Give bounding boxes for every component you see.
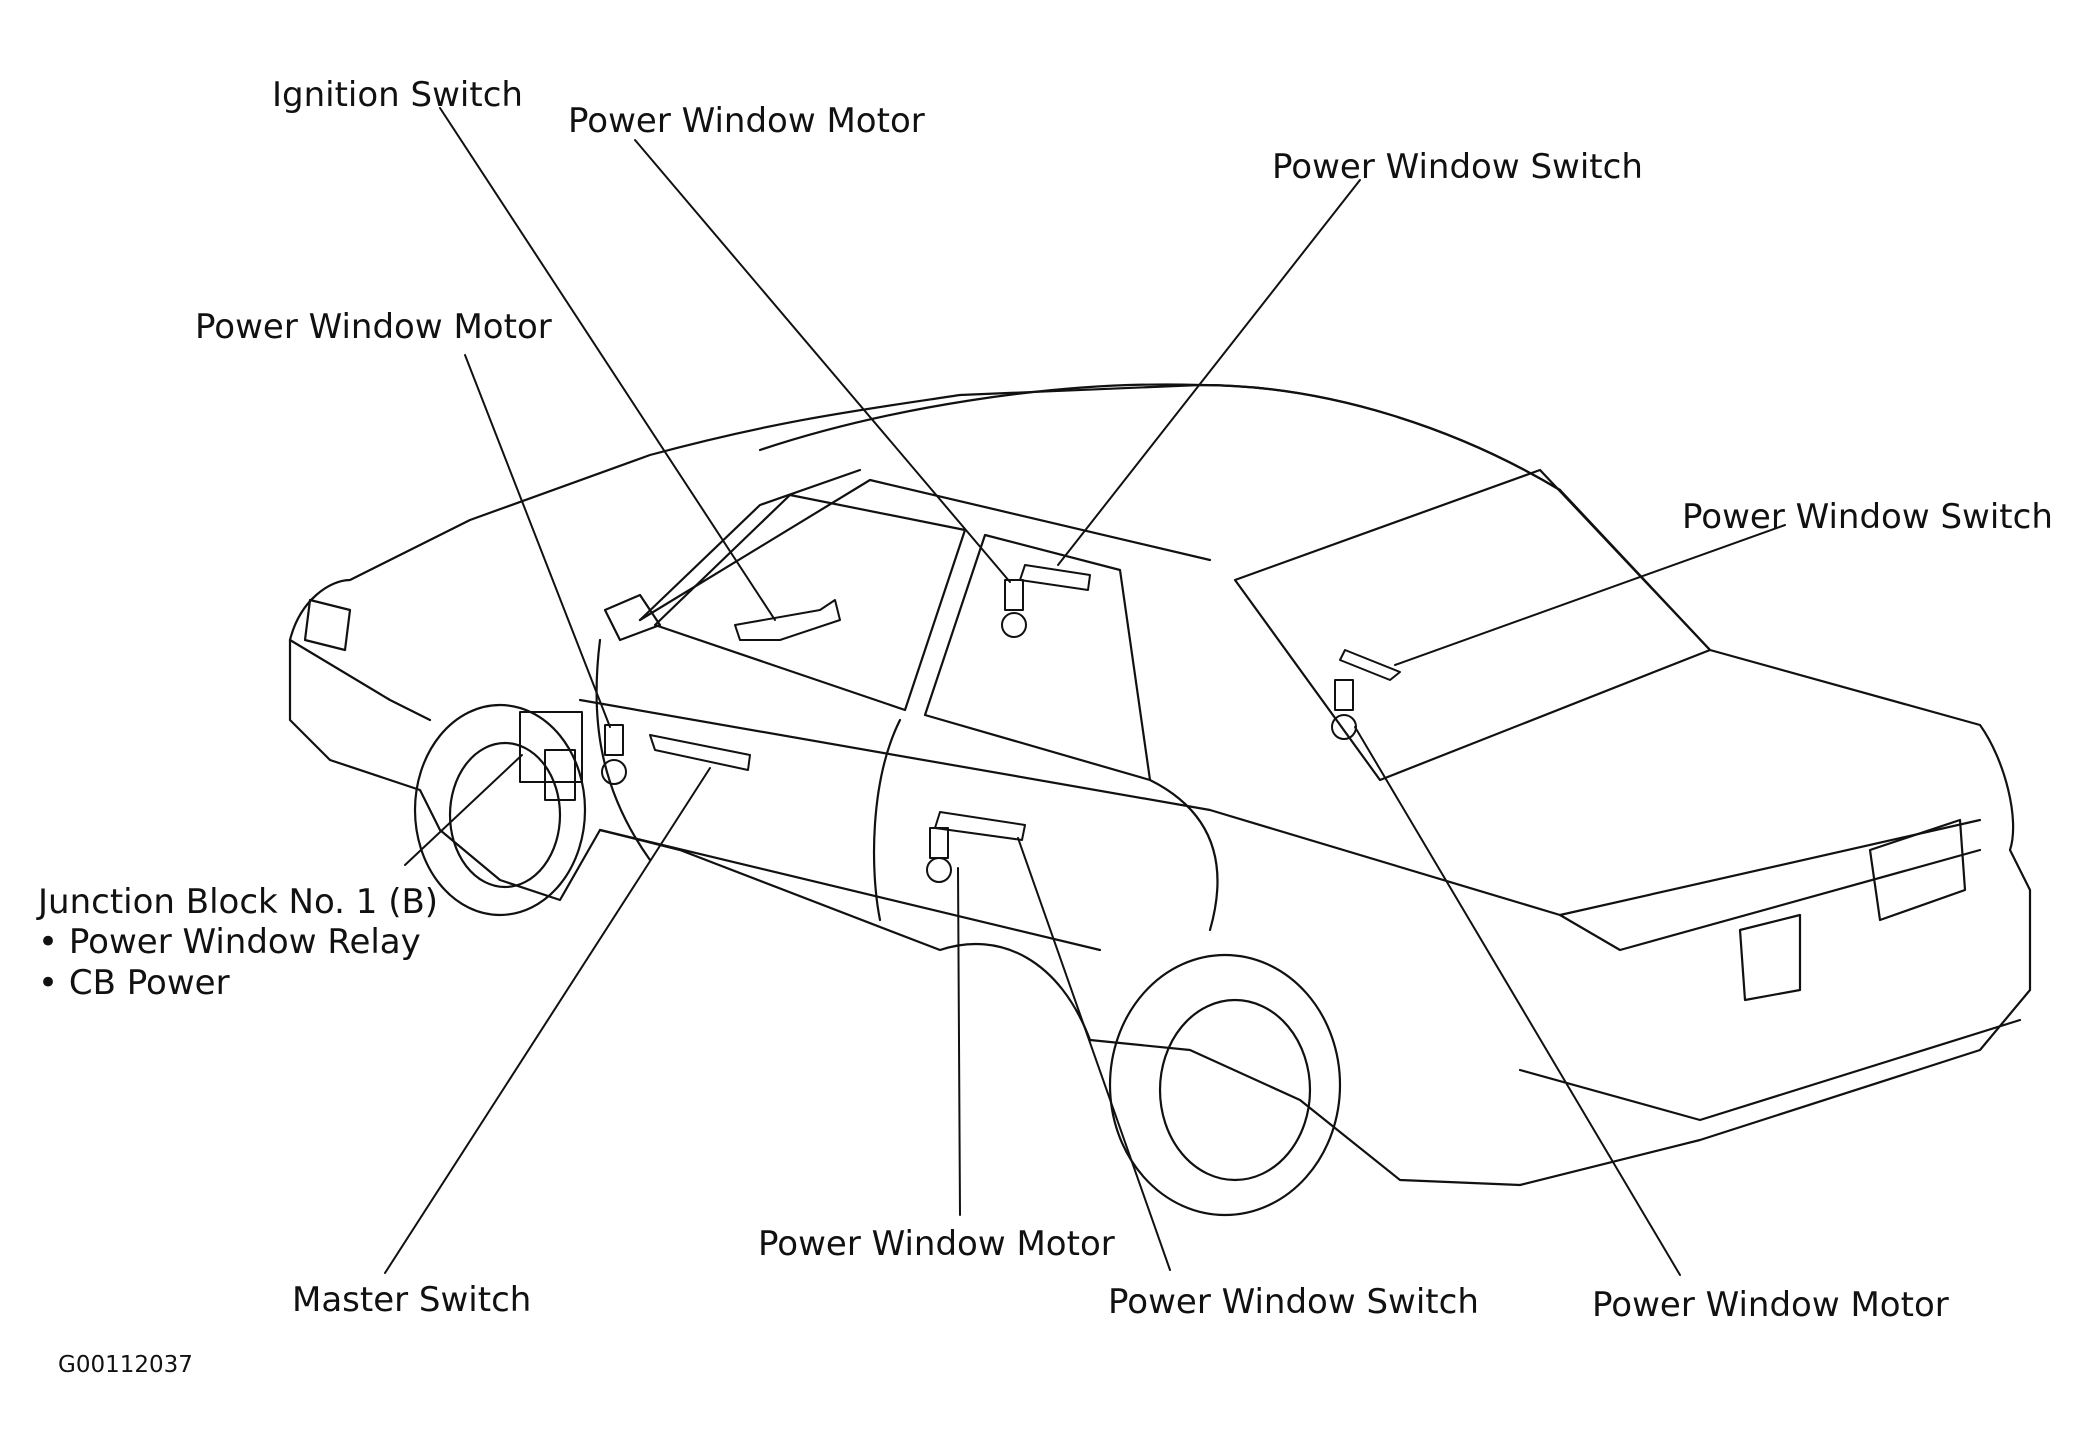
label-junction-block: Junction Block No. 1 (B) <box>38 882 439 922</box>
ignition-switch-part <box>734 599 841 641</box>
leader-motor-bottom-right <box>1354 726 1681 1276</box>
rear-window <box>1233 468 1712 782</box>
leader-ignition-switch <box>439 107 776 621</box>
master-switch-part <box>649 734 751 771</box>
windshield <box>638 468 862 622</box>
leader-junction-block <box>404 754 523 866</box>
front-left-motor-gear <box>601 759 627 785</box>
tail-light-left <box>1738 913 1802 1002</box>
leader-master-switch <box>384 767 711 1274</box>
leader-switch-top <box>1057 179 1361 566</box>
front-right-motor-gear <box>1001 612 1027 638</box>
rear-right-motor-gear <box>1331 714 1357 740</box>
leader-switch-bottom <box>1017 837 1171 1271</box>
window-top-line <box>638 478 1212 622</box>
label-junction-item-relay: Power Window Relay <box>38 925 421 959</box>
roof-line <box>758 383 1562 492</box>
leader-lines <box>384 107 1786 1276</box>
wheels <box>413 703 1342 1217</box>
leader-motor-top <box>634 139 1011 583</box>
rear-left-motor-gear <box>926 857 952 883</box>
rear-wheel <box>1108 953 1342 1217</box>
junction-block <box>519 711 583 783</box>
leader-motor-left <box>464 354 611 728</box>
rear-left-switch-part <box>934 811 1026 841</box>
front-bumper <box>288 638 432 722</box>
figure-id: G00112037 <box>58 1352 193 1378</box>
rear-bumper <box>1518 1018 2022 1122</box>
front-door-edge <box>595 638 652 862</box>
label-power-window-motor-top: Power Window Motor <box>568 101 925 141</box>
label-master-switch: Master Switch <box>292 1280 532 1320</box>
label-power-window-switch-bottom: Power Window Switch <box>1108 1282 1479 1322</box>
headlight <box>303 598 352 652</box>
rear-left-motor <box>929 827 949 859</box>
front-door-window <box>653 493 967 712</box>
components <box>519 564 1401 883</box>
label-power-window-motor-bottom: Power Window Motor <box>758 1224 1115 1264</box>
label-power-window-motor-bottom-right: Power Window Motor <box>1592 1285 1949 1325</box>
rocker-line <box>598 828 1102 952</box>
tail-light-right <box>1868 818 1967 922</box>
label-power-window-switch-right: Power Window Switch <box>1682 497 2053 537</box>
front-wheel-hub <box>448 741 562 889</box>
beltline <box>578 698 1982 917</box>
trunk-lid <box>1558 848 1982 952</box>
leader-switch-right <box>1394 524 1786 666</box>
car-body <box>288 383 2032 1187</box>
label-power-window-motor-left: Power Window Motor <box>195 307 552 347</box>
rear-door-edge <box>1148 778 1219 932</box>
rear-door-window <box>923 533 1152 782</box>
center-pillar <box>872 718 902 922</box>
label-ignition-switch: Ignition Switch <box>272 75 523 115</box>
front-left-motor <box>604 724 624 756</box>
junction-relay <box>544 749 576 801</box>
front-wheel <box>413 703 587 917</box>
leader-motor-bottom <box>957 867 961 1216</box>
label-junction-item-cb-power: CB Power <box>38 966 230 1000</box>
side-mirror <box>603 593 662 642</box>
rear-right-switch-part <box>1339 649 1401 681</box>
label-power-window-switch-top: Power Window Switch <box>1272 147 1643 187</box>
front-right-motor <box>1004 579 1024 611</box>
front-right-switch-part <box>1019 564 1091 591</box>
rear-wheel-hub <box>1158 998 1312 1182</box>
rear-right-motor <box>1334 679 1354 711</box>
